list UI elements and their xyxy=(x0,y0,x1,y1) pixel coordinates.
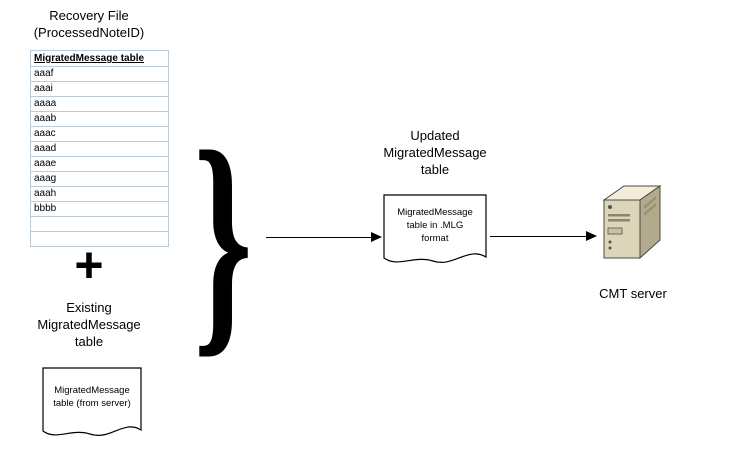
updated-document-label: MigratedMessage table in .MLG format xyxy=(397,207,473,244)
table-row-empty xyxy=(31,217,168,232)
table-row-empty xyxy=(31,232,168,247)
existing-document: MigratedMessage table (from server) xyxy=(42,367,142,447)
merge-brace: } xyxy=(193,101,253,378)
server-label: CMT server xyxy=(599,286,667,301)
document-shape-icon xyxy=(42,367,142,436)
table-row: aaai xyxy=(31,82,168,97)
arrow-line xyxy=(490,236,587,237)
recovery-file-title: Recovery File (ProcessedNoteID) xyxy=(33,8,145,40)
table-row: aaaf xyxy=(31,67,168,82)
plus-sign: + xyxy=(74,237,104,293)
table-row: bbbb xyxy=(31,202,168,217)
table-row: aaae xyxy=(31,157,168,172)
updated-document: MigratedMessage table in .MLG format xyxy=(383,194,487,274)
table-row: aaac xyxy=(31,127,168,142)
existing-table-label: Existing MigratedMessage table xyxy=(37,300,141,349)
cmt-server xyxy=(598,182,668,268)
table-row: aaab xyxy=(31,112,168,127)
recovery-table-header: MigratedMessage table xyxy=(31,51,168,67)
recovery-table: MigratedMessage table aaaf aaai aaaa aaa… xyxy=(30,50,169,247)
table-row: aaaa xyxy=(31,97,168,112)
table-row: aaag xyxy=(31,172,168,187)
updated-table-title: Updated MigratedMessage table xyxy=(383,128,487,177)
document-shape-icon xyxy=(383,194,487,263)
existing-document-label: MigratedMessage table (from server) xyxy=(53,385,131,409)
arrow-head-icon xyxy=(586,231,597,241)
table-row: aaah xyxy=(31,187,168,202)
arrow-head-icon xyxy=(371,232,382,242)
arrow-line xyxy=(266,237,372,238)
table-row: aaad xyxy=(31,142,168,157)
server-icon xyxy=(602,185,662,260)
